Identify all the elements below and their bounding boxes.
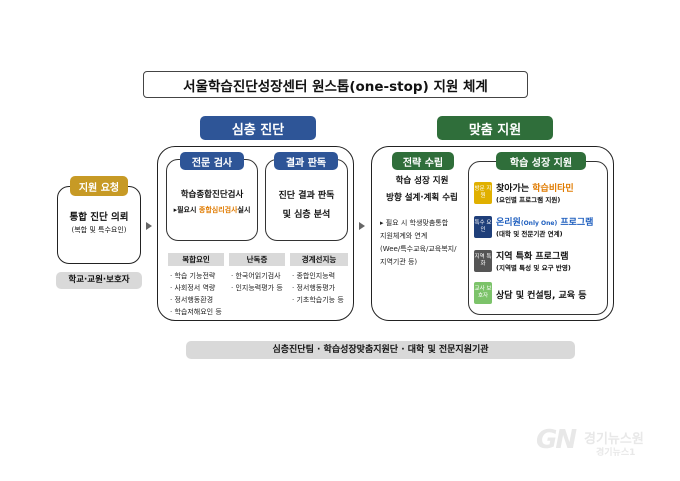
factor-column-borderline: 경계선지능 · 종합인지능력 · 정서행동평가 · 기초학습기능 등: [290, 253, 348, 306]
expert-line2-suffix: 실시: [237, 206, 251, 214]
strategy-detail: 지원체계와 연계: [380, 232, 428, 240]
factor-item: · 인지능력평가 등: [231, 284, 283, 292]
bottom-bar: 심층진단팀 · 학습성장맞춤지원단 · 대학 및 전문지원기관: [186, 341, 575, 359]
request-line2: (복합 및 특수요인): [71, 226, 127, 234]
expert-line2-highlight: 종합심리검사: [198, 206, 238, 214]
growth-item-title: 지역 특화 프로그램: [496, 252, 569, 262]
diagnosis-header: 심층 진단: [200, 116, 316, 140]
strategy-detail: (Wee/특수교육/교육복지/: [380, 245, 457, 253]
result-line2: 및 심층 분석: [282, 210, 331, 220]
request-footer: 학교·교원·보호자: [56, 272, 142, 289]
growth-item-sub: (요인별 프로그램 지원): [496, 196, 561, 204]
support-panel: 학습 성장 지원 방향 설계·계획 수립 ▸ 필요 시 학생맞춤통합 지원체계와…: [371, 146, 614, 321]
factor-column-dyslexia: 난독증 · 한국어읽기검사 · 인지능력평가 등: [229, 253, 285, 294]
strategy-tab: 전략 수립: [392, 152, 454, 170]
growth-item-sub: (지역별 특성 및 요구 반영): [496, 264, 571, 272]
expert-line2: ▸필요시 종합심리검사실시: [167, 205, 257, 215]
expert-tab: 전문 검사: [180, 152, 244, 170]
regional-tag-icon: 지역 특화: [474, 250, 492, 272]
factor-item: · 기초학습기능 등: [292, 296, 344, 304]
expert-line2-prefix: ▸필요시: [173, 206, 199, 214]
growth-item-vitamin: 방문 지원 찾아가는 학습비타민 (요인별 프로그램 지원): [474, 180, 604, 206]
factor-item: · 한국어읽기검사: [231, 272, 281, 280]
expert-test-box: 학습종합진단검사 ▸필요시 종합심리검사실시: [166, 159, 258, 241]
growth-box: 방문 지원 찾아가는 학습비타민 (요인별 프로그램 지원) 특수 요인 온리원…: [468, 161, 608, 315]
factor-item: · 종합인지능력: [292, 272, 336, 280]
factor-label: 경계선지능: [290, 253, 348, 266]
growth-item-title: 찾아가는 학습비타민: [496, 184, 574, 194]
result-box: 진단 결과 판독 및 심층 분석: [265, 159, 348, 241]
strategy-line1: 학습 성장 지원: [395, 176, 449, 186]
arrow-right-icon: [146, 222, 152, 230]
logo-icon: GN: [536, 425, 577, 455]
growth-item-regional: 지역 특화 지역 특화 프로그램 (지역별 특성 및 요구 반영): [474, 248, 604, 274]
factor-label: 복합요인: [168, 253, 224, 266]
result-line1: 진단 결과 판독: [278, 191, 335, 201]
growth-tab: 학습 성장 지원: [496, 152, 586, 170]
result-tab: 결과 판독: [274, 152, 338, 170]
strategy-detail: ▸ 필요 시 학생맞춤통합: [380, 219, 449, 227]
factor-item: · 정서행동환경: [170, 296, 214, 304]
growth-item-sub: (대학 및 전문기관 연계): [496, 230, 563, 238]
growth-item-consulting: 교사 보호자 상담 및 컨설팅, 교육 등: [474, 282, 604, 308]
support-header: 맞춤 지원: [437, 116, 553, 140]
growth-item-title: 온리원(Only One) 프로그램: [496, 218, 594, 228]
visit-tag-icon: 방문 지원: [474, 182, 492, 204]
strategy-line2: 방향 설계·계획 수립: [386, 193, 458, 203]
diagnosis-panel: 학습종합진단검사 ▸필요시 종합심리검사실시 전문 검사 진단 결과 판독 및 …: [157, 146, 354, 321]
special-tag-icon: 특수 요인: [474, 216, 492, 238]
request-header: 지원 요청: [70, 176, 128, 196]
request-line1: 통합 진단 의뢰: [69, 212, 129, 223]
arrow-right-icon: [359, 222, 365, 230]
factor-item: · 정서행동평가: [292, 284, 336, 292]
watermark-line1: 경기뉴스원: [584, 432, 644, 447]
strategy-detail: 지역기관 등): [380, 258, 418, 266]
diagram-title: 서울학습진단성장센터 원스톱(one-stop) 지원 체계: [143, 71, 528, 98]
teacher-parent-tag-icon: 교사 보호자: [474, 282, 492, 304]
factor-label: 난독증: [229, 253, 285, 266]
factor-column-complex: 복합요인 · 학습 기능전략 · 사회정서 역량 · 정서행동환경 · 학습저해…: [168, 253, 224, 318]
request-box: 통합 진단 의뢰 (복합 및 특수요인): [57, 186, 141, 264]
news-logo-watermark: GN 경기뉴스원 경기뉴스1: [536, 425, 666, 465]
expert-line1: 학습종합진단검사: [180, 190, 244, 200]
strategy-box: 학습 성장 지원 방향 설계·계획 수립 ▸ 필요 시 학생맞춤통합 지원체계와…: [380, 172, 464, 312]
factor-item: · 사회정서 역량: [170, 284, 216, 292]
growth-item-title: 상담 및 컨설팅, 교육 등: [496, 291, 587, 301]
growth-item-onlyone: 특수 요인 온리원(Only One) 프로그램 (대학 및 전문기관 연계): [474, 214, 604, 240]
factor-item: · 학습 기능전략: [170, 272, 216, 280]
watermark-line2: 경기뉴스1: [596, 448, 636, 458]
factor-item: · 학습저해요인 등: [170, 308, 222, 316]
